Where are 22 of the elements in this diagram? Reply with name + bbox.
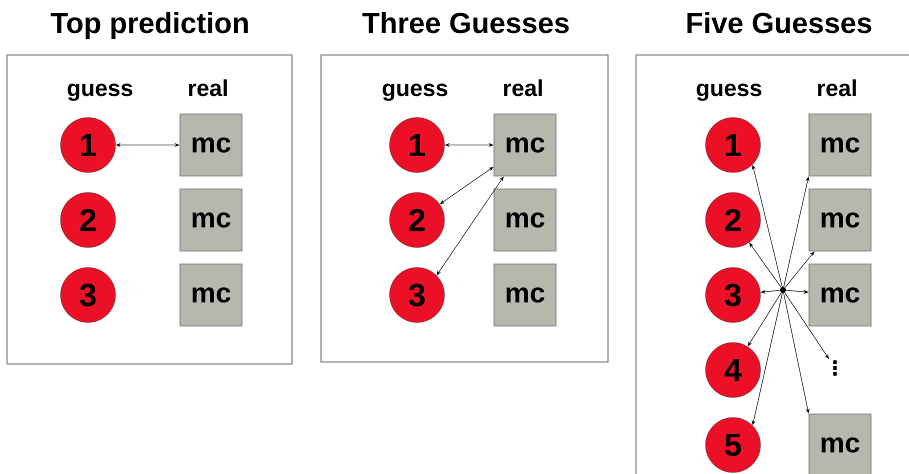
mc-box: mc [494, 188, 556, 252]
column-header: real [189, 79, 227, 96]
column-header: guess [696, 84, 762, 101]
panel-title: Five Guesses [687, 12, 872, 34]
mc-box: mc [494, 264, 556, 326]
column-header: real [504, 79, 542, 96]
mc-box: mc [180, 114, 242, 176]
mc-box: mc [180, 264, 242, 326]
arrow [749, 242, 782, 288]
column-header: guess [382, 84, 448, 101]
mc-box: mc [180, 188, 242, 252]
panel-title: Three Guesses [362, 12, 569, 34]
panel-title: Top prediction [50, 12, 248, 40]
ellipsis: ⋮ [833, 360, 837, 376]
column-header: guess [68, 84, 132, 101]
mc-box: mc [808, 188, 872, 252]
mc-box: mc [808, 264, 872, 326]
mc-box: mc [494, 114, 556, 176]
column-header: real [818, 79, 856, 96]
mc-box: mc [808, 114, 872, 176]
mc-box: mc [808, 414, 872, 474]
arrow [748, 292, 782, 346]
